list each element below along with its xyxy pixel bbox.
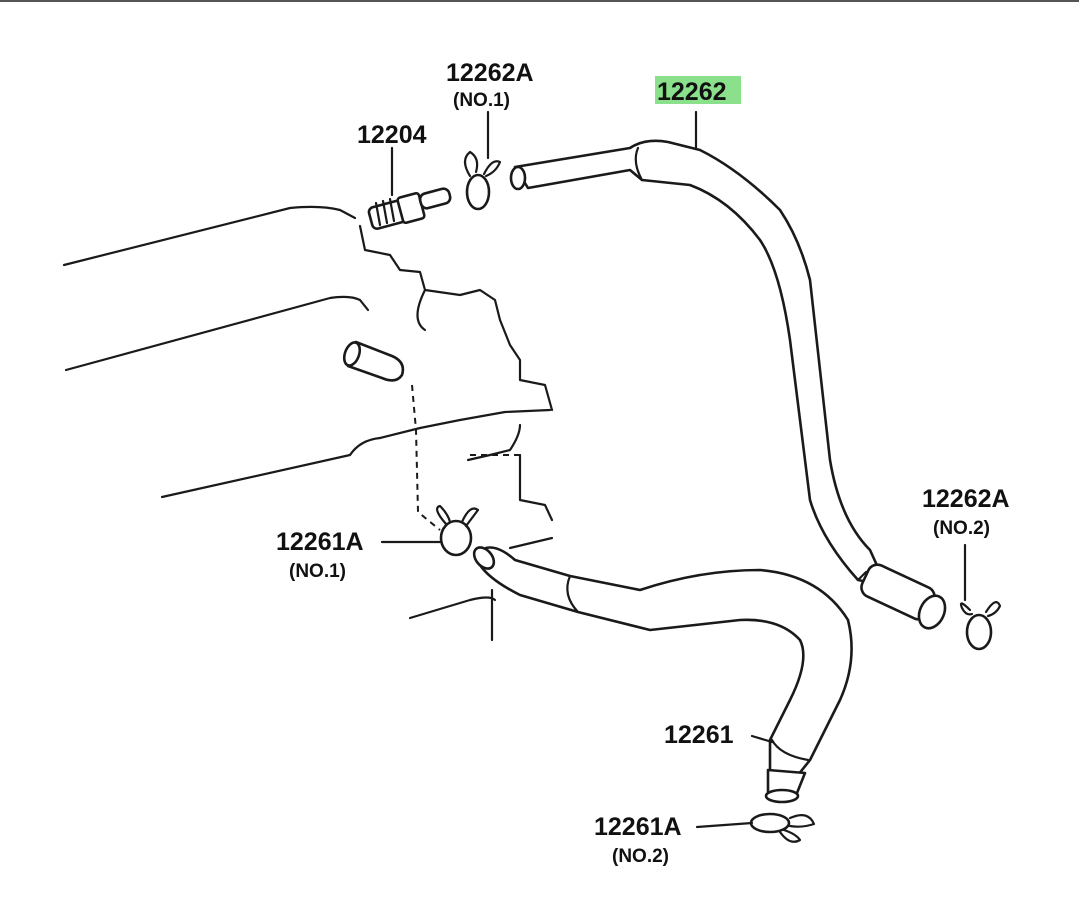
- clip-12261a-no1: [380, 504, 480, 557]
- engine-stub: [342, 340, 405, 382]
- highlight-12262: [655, 76, 741, 104]
- label-12262a-no2-sub: (NO.2): [933, 518, 990, 539]
- clip-12262a-no1: [463, 110, 502, 211]
- label-12261[interactable]: 12261: [664, 721, 734, 749]
- hose-12261: [472, 546, 853, 804]
- label-12261a-no1-sub: (NO.1): [289, 561, 346, 582]
- hose-12262: [509, 110, 947, 630]
- engine-block: [62, 205, 554, 642]
- label-12262a-no1-sub: (NO.1): [453, 90, 510, 111]
- label-12261a-no2-sub: (NO.2): [612, 846, 669, 867]
- label-12261a-no2[interactable]: 12261A: [594, 813, 682, 841]
- alignment-dashes: [411, 384, 441, 531]
- label-12261a-no1[interactable]: 12261A: [276, 528, 364, 556]
- pcv-valve: [367, 187, 452, 230]
- clip-12262a-no2: [959, 543, 1002, 651]
- clip-12261a-no2: [695, 812, 816, 843]
- label-12262[interactable]: 12262: [657, 78, 727, 106]
- label-12204[interactable]: 12204: [357, 121, 427, 149]
- label-12262a-no1[interactable]: 12262A: [446, 59, 534, 87]
- label-12262a-no2[interactable]: 12262A: [922, 485, 1010, 513]
